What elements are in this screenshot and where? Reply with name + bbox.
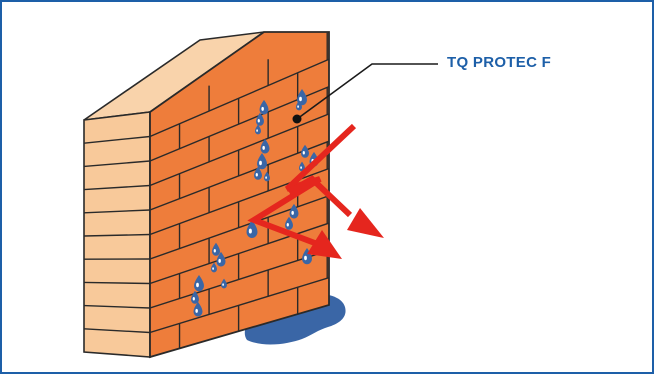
wall-front-face <box>150 32 329 357</box>
arrow-head-upper <box>347 208 384 238</box>
water-drop-icon <box>301 144 309 158</box>
arrow-head-lower <box>307 230 342 259</box>
mortar-course <box>150 113 329 187</box>
water-drop-icon <box>297 89 307 106</box>
water-drop-icon <box>194 275 204 292</box>
side-mortar-line <box>83 160 151 168</box>
brick-wall <box>83 31 330 359</box>
side-mortar-line <box>83 304 151 309</box>
product-label: TQ PROTEC F <box>447 54 552 71</box>
water-drop-icon <box>216 251 226 267</box>
water-drop-icon <box>221 278 227 289</box>
water-drop-icon <box>255 124 261 135</box>
water-drop-icon <box>285 216 293 230</box>
water-path-arrow <box>247 123 357 259</box>
deflection-arrow <box>287 175 384 238</box>
mortar-course <box>150 222 329 285</box>
water-drop-icon <box>212 242 220 256</box>
leader-dot <box>292 114 302 124</box>
water-drop-icon <box>264 171 270 182</box>
mortar-course <box>150 58 329 138</box>
water-drop-icon <box>289 203 299 219</box>
water-drop-icon <box>193 301 203 317</box>
water-drop-icon <box>299 161 305 172</box>
mortar-course <box>150 277 329 334</box>
water-drop-icon <box>191 290 199 304</box>
water-drop-icon <box>256 112 264 126</box>
side-mortar-line <box>83 281 151 285</box>
water-drop-icon <box>257 153 267 170</box>
side-mortar-line <box>83 135 151 144</box>
water-drop-icon <box>246 220 258 238</box>
water-drop-icon <box>254 166 262 180</box>
side-mortar-line <box>83 328 151 334</box>
leader-line <box>296 63 438 120</box>
water-drop-icon <box>260 138 270 154</box>
water-drop-icon <box>296 100 302 111</box>
water-drop-icon <box>211 262 217 273</box>
water-drops <box>191 89 319 317</box>
side-mortar-line <box>83 209 151 214</box>
water-drop-icon <box>259 99 269 115</box>
side-mortar-line <box>83 184 151 191</box>
side-mortar-line <box>83 233 151 237</box>
